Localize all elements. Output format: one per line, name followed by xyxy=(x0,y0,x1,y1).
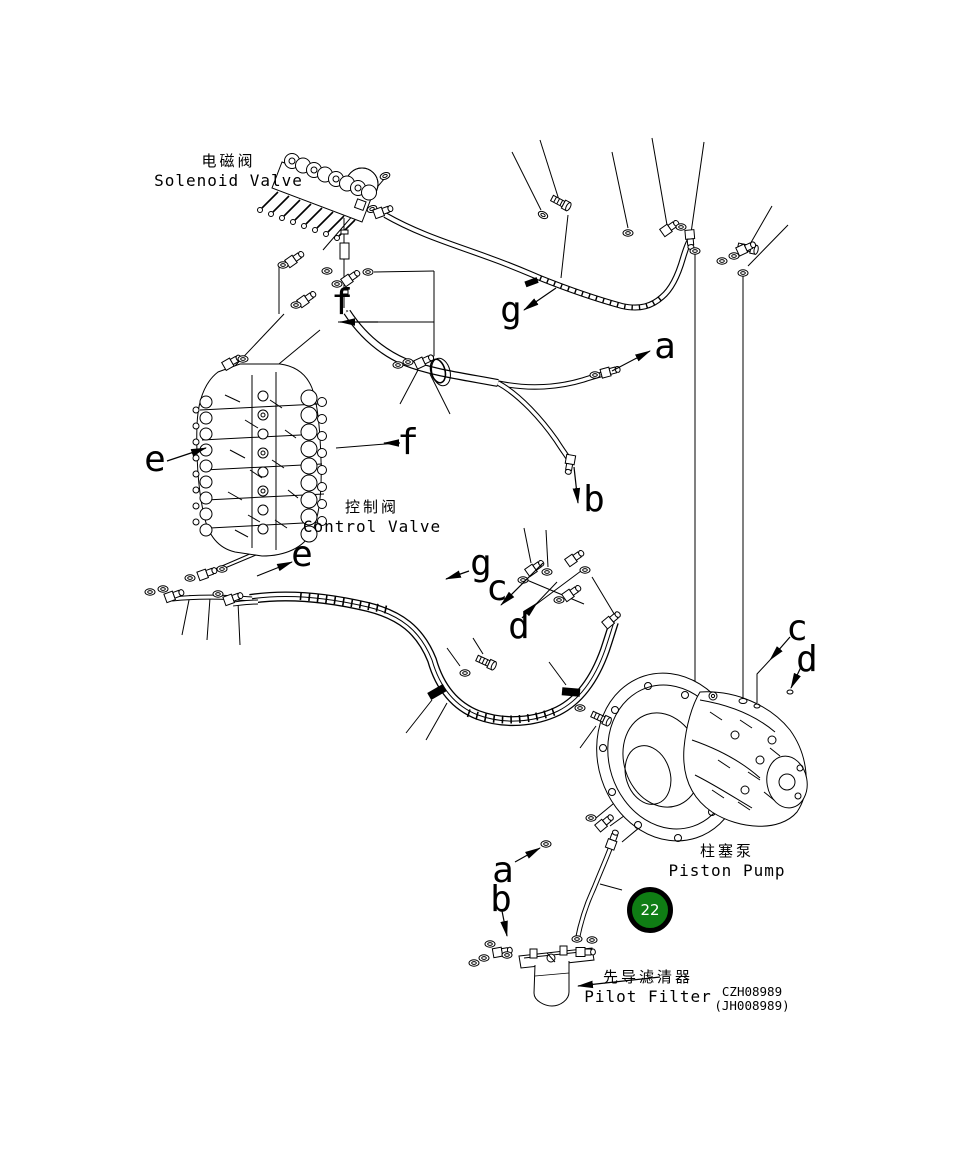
port-callout-letter: a xyxy=(654,326,676,367)
item-number-badge[interactable]: 22 xyxy=(627,887,673,933)
port-callout-letter: d xyxy=(796,639,818,680)
label-pilot-filter-zh: 先导滤清器 xyxy=(602,968,693,986)
port-callout-letter: f xyxy=(397,422,419,463)
port-callout-letter: c xyxy=(786,608,808,649)
hose-clamp xyxy=(427,277,581,700)
leader-lines xyxy=(181,137,789,891)
port-callout-letter: a xyxy=(492,850,514,891)
port-callouts: f g a f e b e g c d c d a b xyxy=(144,282,818,920)
port-callout-letter: b xyxy=(583,479,605,520)
callout-arrows xyxy=(166,287,802,989)
drawing-code-line2: (JH008989) xyxy=(714,998,790,1013)
port-callout-letter: e xyxy=(144,439,166,480)
solenoid-valve-drawing xyxy=(257,153,379,295)
port-callout-letter: d xyxy=(508,606,530,647)
label-piston-pump-zh: 柱塞泵 xyxy=(699,842,754,860)
label-piston-pump: 柱塞泵 Piston Pump xyxy=(657,840,797,880)
label-control-valve: 控制阀 Control Valve xyxy=(302,496,442,536)
port-callout-letter: b xyxy=(490,879,512,920)
port-callout-letter: g xyxy=(470,543,492,584)
label-pilot-filter-en: Pilot Filter xyxy=(584,987,712,1006)
label-solenoid-valve-zh: 电磁阀 xyxy=(201,152,256,170)
label-solenoid-valve: 电磁阀 Solenoid Valve xyxy=(146,150,311,190)
pilot-filter-drawing xyxy=(518,945,595,1007)
item-number: 22 xyxy=(640,901,660,919)
port-callout-letter: e xyxy=(291,534,313,575)
drawing-code-line1: CZH08989 xyxy=(721,984,783,999)
label-piston-pump-en: Piston Pump xyxy=(668,861,786,880)
label-control-valve-zh: 控制阀 xyxy=(344,498,399,516)
pilot-filter-pointer-arrow xyxy=(577,976,661,989)
control-valve-drawing xyxy=(192,363,327,557)
drawing-code: CZH08989 (JH008989) xyxy=(700,985,804,1013)
label-solenoid-valve-en: Solenoid Valve xyxy=(154,171,303,190)
label-control-valve-en: Control Valve xyxy=(302,517,442,536)
label-pilot-filter: 先导滤清器 Pilot Filter xyxy=(578,966,718,1006)
port-callout-letter: g xyxy=(500,290,522,331)
port-callout-letter: f xyxy=(331,282,353,323)
piston-pump-drawing xyxy=(596,672,808,842)
hoses xyxy=(171,212,693,942)
port-callout-letter: c xyxy=(486,568,508,609)
